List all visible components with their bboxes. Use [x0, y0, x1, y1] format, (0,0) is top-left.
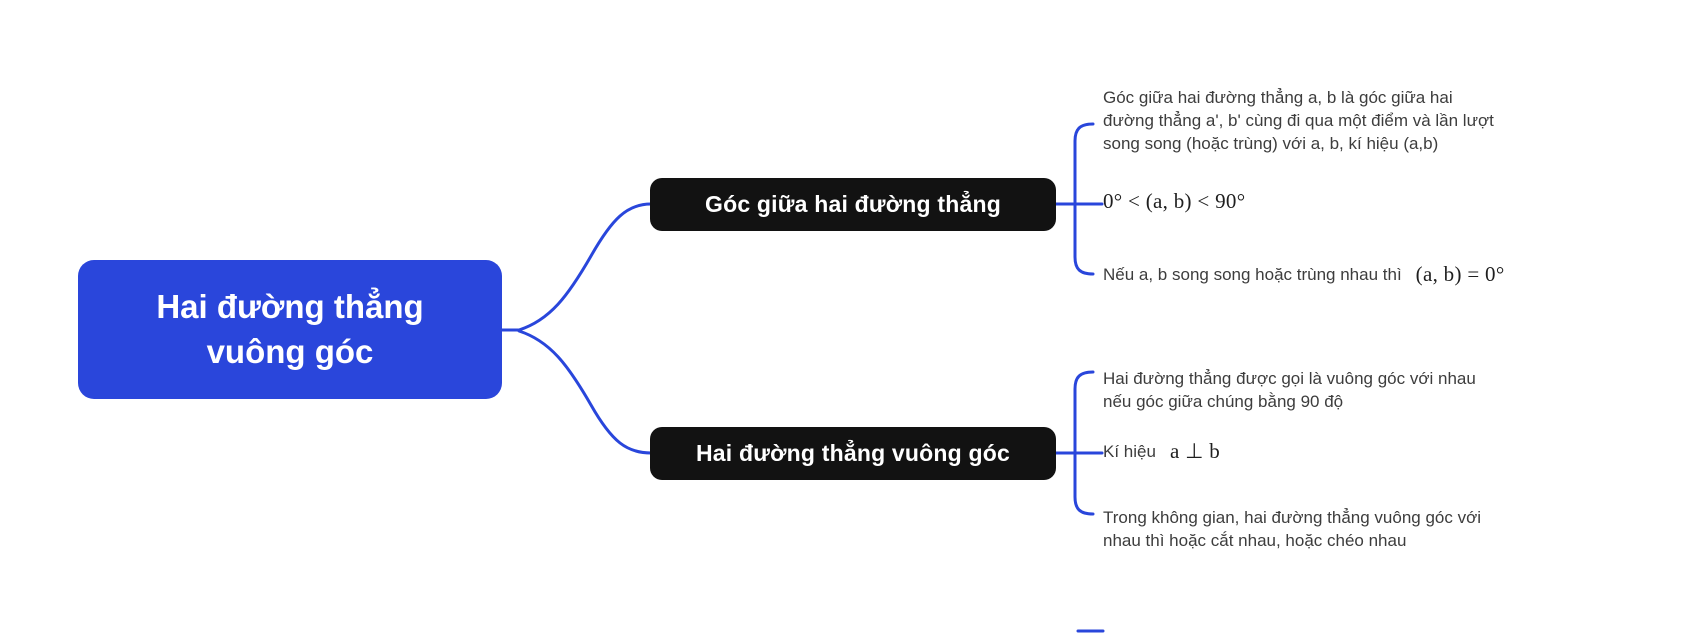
connector-branch1-bracket: [1073, 122, 1095, 276]
branch-node-hai-duong-thang-vuong-goc[interactable]: Hai đường thẳng vuông góc: [650, 427, 1056, 480]
branch-node-goc-giua-hai-duong-thang[interactable]: Góc giữa hai đường thẳng: [650, 178, 1056, 231]
root-node-label: Hai đường thẳng vuông góc: [156, 287, 424, 370]
leaf-text: Nếu a, b song song hoặc trùng nhau thì: [1103, 265, 1402, 284]
math-expression: 0° < (a, b) < 90°: [1103, 189, 1246, 213]
root-node[interactable]: Hai đường thẳng vuông góc: [78, 260, 502, 399]
branch-node-label: Góc giữa hai đường thẳng: [705, 191, 1001, 217]
leaf-text-dinh-nghia-vuong-goc[interactable]: Hai đường thẳng được gọi là vuông góc vớ…: [1103, 369, 1476, 411]
math-expression: a ⊥ b: [1169, 439, 1221, 463]
math-expression: (a, b) = 0°: [1415, 262, 1505, 286]
leaf-text-song-song-trung[interactable]: Nếu a, b song song hoặc trùng nhau thì (…: [1103, 263, 1505, 286]
connector-branch2-bracket: [1073, 370, 1095, 516]
leaf-formula-khoang-goc[interactable]: 0° < (a, b) < 90°: [1103, 190, 1245, 213]
leaf-text-dinh-nghia-goc[interactable]: Góc giữa hai đường thẳng a, b là góc giữ…: [1103, 88, 1494, 153]
leaf-text-ki-hieu[interactable]: Kí hiệu a ⊥ b: [1103, 440, 1220, 463]
branch-node-label: Hai đường thẳng vuông góc: [696, 440, 1010, 466]
leaf-text: Kí hiệu: [1103, 442, 1156, 461]
connector-root-to-branch2: [517, 329, 653, 455]
connector-root-to-branch1: [517, 202, 653, 332]
leaf-text-trong-khong-gian[interactable]: Trong không gian, hai đường thẳng vuông …: [1103, 508, 1482, 550]
